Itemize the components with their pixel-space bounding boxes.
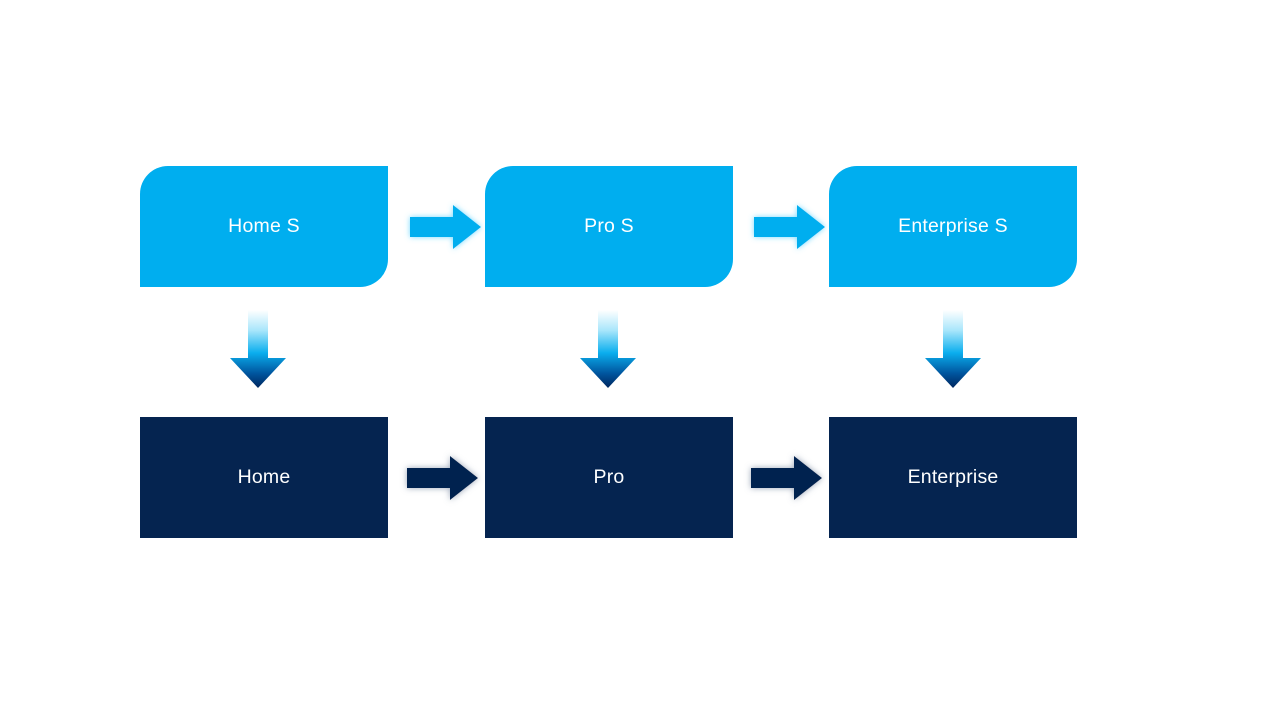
node-home[interactable]: Home [140,417,388,538]
arrow-down-icon [580,310,636,388]
node-label-enterprise: Enterprise [907,465,999,488]
node-label-home: Home [237,465,291,488]
connector-pro-s-to-enterprise-s [752,202,828,252]
node-label-pro: Pro [593,465,625,488]
connector-home-s-to-pro-s [408,202,484,252]
node-label-pro-s: Pro S [584,214,634,237]
node-label-home-s: Home S [228,214,300,237]
node-enterprise-s[interactable]: Enterprise S [829,166,1077,287]
arrow-down-icon [230,310,286,388]
node-pro-s[interactable]: Pro S [485,166,733,287]
node-home-s[interactable]: Home S [140,166,388,287]
arrow-right-icon [407,456,478,500]
arrow-right-icon [751,456,822,500]
connector-home-s-to-home [228,310,288,390]
node-enterprise[interactable]: Enterprise [829,417,1077,538]
connector-pro-s-to-pro [578,310,638,390]
node-label-enterprise-s: Enterprise S [898,214,1008,237]
connector-pro-to-enterprise [749,453,825,503]
arrow-down-icon [925,310,981,388]
arrow-right-icon [754,205,825,249]
connector-enterprise-s-to-enterprise [923,310,983,390]
node-pro[interactable]: Pro [485,417,733,538]
connector-home-to-pro [405,453,481,503]
arrow-right-icon [410,205,481,249]
